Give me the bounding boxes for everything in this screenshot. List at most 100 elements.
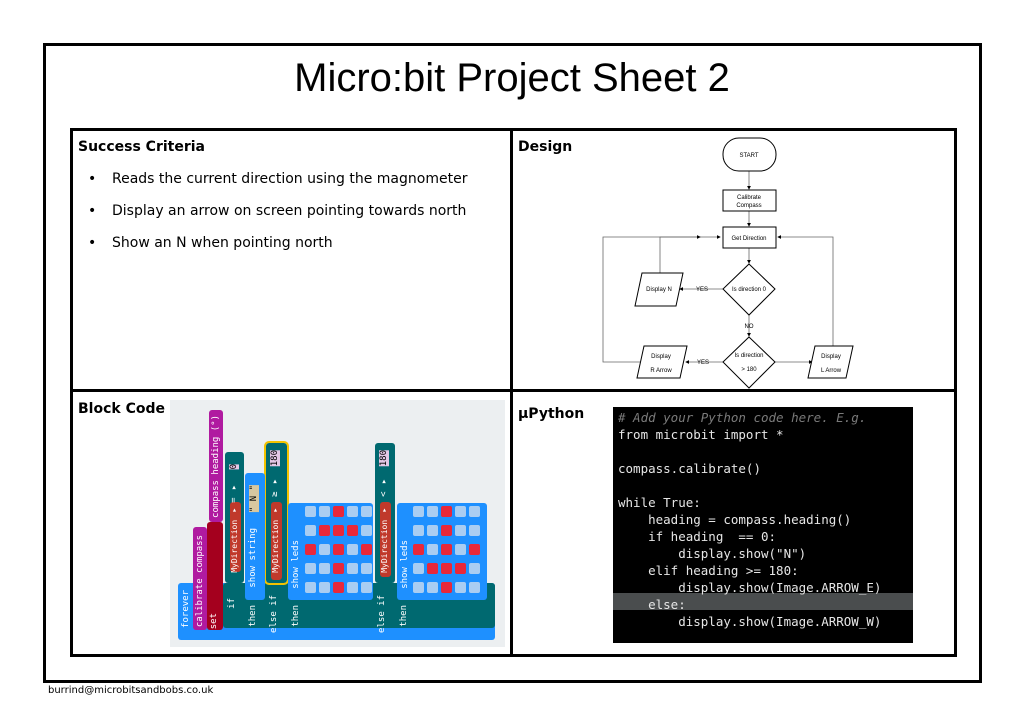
display-n-label: Display N <box>646 287 672 293</box>
display-l-arrow-node <box>807 345 854 379</box>
value-180[interactable]: 180 <box>270 450 280 467</box>
value-180[interactable]: 180 <box>379 450 389 467</box>
operator-eq[interactable]: = ▾ <box>229 482 239 503</box>
led-on[interactable] <box>333 563 344 574</box>
led-off[interactable] <box>305 563 316 574</box>
value-0[interactable]: 0 <box>229 464 239 470</box>
led-off[interactable] <box>469 525 480 536</box>
led-off[interactable] <box>361 563 372 574</box>
code-line: from microbit import * <box>618 427 784 442</box>
led-off[interactable] <box>319 544 330 555</box>
led-on[interactable] <box>413 544 424 555</box>
led-on[interactable] <box>361 544 372 555</box>
led-off[interactable] <box>347 563 358 574</box>
led-off[interactable] <box>413 582 424 593</box>
string-value[interactable]: " N " <box>249 485 259 513</box>
led-on[interactable] <box>305 544 316 555</box>
led-on[interactable] <box>441 525 452 536</box>
led-off[interactable] <box>427 544 438 555</box>
led-off[interactable] <box>361 582 372 593</box>
display-l-label: L Arrow <box>821 368 842 374</box>
decision-direction-180 <box>722 336 776 389</box>
display-n-node <box>634 272 684 307</box>
led-off[interactable] <box>427 525 438 536</box>
code-line: heading = compass.heading() <box>618 512 852 527</box>
block-code-heading: Block Code <box>78 401 165 417</box>
compass-heading-block <box>209 410 223 522</box>
led-on[interactable] <box>441 582 452 593</box>
python-code-editor[interactable]: # Add your Python code here. E.g.from mi… <box>613 407 913 643</box>
bullet: • <box>88 235 97 251</box>
code-line: if heading == 0: <box>618 529 777 544</box>
led-on[interactable] <box>455 563 466 574</box>
led-on[interactable] <box>469 544 480 555</box>
led-on[interactable] <box>441 563 452 574</box>
led-off[interactable] <box>469 563 480 574</box>
led-off[interactable] <box>455 582 466 593</box>
decision1-label: Is direction 0 <box>732 287 767 293</box>
led-off[interactable] <box>469 582 480 593</box>
operator-lt[interactable]: < ▾ <box>379 476 389 497</box>
start-label: START <box>739 153 758 159</box>
led-off[interactable] <box>455 525 466 536</box>
led-off[interactable] <box>347 582 358 593</box>
then-label: then <box>399 605 409 627</box>
success-criteria-heading: Success Criteria <box>78 139 205 155</box>
display-r-arrow-node <box>636 345 688 379</box>
code-line: display.show(Image.ARROW_E) <box>618 580 882 595</box>
display-r-label: R Arrow <box>650 368 672 374</box>
led-off[interactable] <box>319 582 330 593</box>
led-on[interactable] <box>347 525 358 536</box>
variable-label: MyDirection ▾ <box>271 506 280 573</box>
else-if-label: else if <box>269 595 279 633</box>
yes-label: YES <box>696 287 708 293</box>
led-off[interactable] <box>347 544 358 555</box>
display-l-label: Display <box>821 354 841 360</box>
then-label: then <box>248 605 258 627</box>
calibrate-label: Compass <box>736 203 761 209</box>
python-heading: µPython <box>518 406 585 422</box>
led-on[interactable] <box>441 544 452 555</box>
get-direction-label: Get Direction <box>731 236 766 242</box>
led-off[interactable] <box>361 506 372 517</box>
then-label: then <box>291 605 301 627</box>
current-line-highlight <box>613 593 913 610</box>
led-off[interactable] <box>305 506 316 517</box>
led-on[interactable] <box>333 544 344 555</box>
led-off[interactable] <box>413 506 424 517</box>
led-off[interactable] <box>413 563 424 574</box>
footer-email: burrind@microbitsandbobs.co.uk <box>48 685 214 696</box>
led-off[interactable] <box>469 506 480 517</box>
led-off[interactable] <box>305 582 316 593</box>
led-on[interactable] <box>427 563 438 574</box>
led-on[interactable] <box>333 582 344 593</box>
code-line: display.show("N") <box>618 546 807 561</box>
led-off[interactable] <box>413 525 424 536</box>
led-off[interactable] <box>427 582 438 593</box>
led-off[interactable] <box>361 525 372 536</box>
show-leds-block-1 <box>288 503 373 600</box>
led-off[interactable] <box>319 506 330 517</box>
code-line: compass.calibrate() <box>618 461 761 476</box>
led-off[interactable] <box>347 506 358 517</box>
row-divider <box>70 389 957 392</box>
led-on[interactable] <box>333 525 344 536</box>
led-off[interactable] <box>319 563 330 574</box>
led-on[interactable] <box>319 525 330 536</box>
led-off[interactable] <box>455 544 466 555</box>
code-line: while True: <box>618 495 701 510</box>
led-off[interactable] <box>305 525 316 536</box>
operator-ge[interactable]: ≥ ▾ <box>270 476 280 497</box>
forever-label: forever <box>181 590 191 628</box>
led-on[interactable] <box>333 506 344 517</box>
show-leds-label: show leds <box>400 540 410 589</box>
led-on[interactable] <box>441 506 452 517</box>
show-string-label: show string <box>248 528 258 588</box>
variable-label: MyDirection ▾ <box>380 506 389 573</box>
led-off[interactable] <box>427 506 438 517</box>
set-variable-block <box>207 522 223 630</box>
content-table <box>70 128 957 657</box>
led-off[interactable] <box>455 506 466 517</box>
